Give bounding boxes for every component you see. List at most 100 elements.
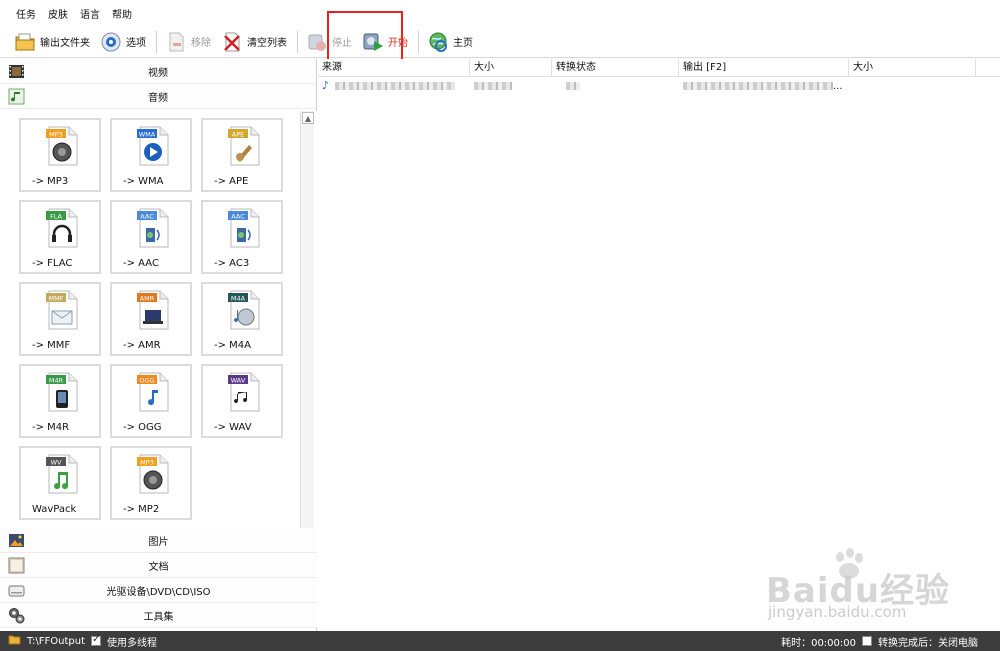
blurred-size	[474, 82, 512, 90]
menu-help[interactable]: 帮助	[112, 9, 132, 21]
music-disc-icon: M4A	[227, 290, 261, 330]
green-note-icon: WV	[45, 454, 79, 494]
home-button[interactable]: 主页	[423, 28, 477, 56]
output-folder-icon[interactable]	[8, 634, 21, 648]
format-tile-label: -> AMR	[123, 340, 161, 351]
task-list: 来源 大小 转换状态 输出 [F2] 大小 ♪ ...	[318, 59, 1000, 631]
row-size	[470, 77, 552, 95]
clear-list-button[interactable]: 清空列表	[217, 28, 291, 56]
multithread-checkbox[interactable]	[91, 634, 101, 646]
blurred-source-name	[335, 82, 455, 90]
format-badge-text: OGG	[139, 377, 154, 385]
globe-icon	[427, 31, 449, 53]
menu-task[interactable]: 任务	[16, 9, 36, 21]
menu-bar: 任务 皮肤 语言 帮助	[0, 0, 1000, 26]
format-tile[interactable]: AAC-> AAC	[110, 200, 192, 274]
blurred-status	[566, 82, 580, 90]
format-badge-text: AAC	[140, 213, 154, 221]
elapsed-time: 耗时：00:00:00	[781, 637, 856, 649]
format-tile[interactable]: OGG -> OGG	[110, 364, 192, 438]
format-tile[interactable]: M4A -> M4A	[201, 282, 283, 356]
format-tile[interactable]: M4R -> M4R	[19, 364, 101, 438]
format-tile-label: -> M4R	[32, 422, 70, 433]
status-bar: T:\FFOutput 使用多线程 耗时：00:00:00 转换完成后：关闭电脑	[0, 631, 1000, 651]
format-tile-label: -> M4A	[214, 340, 251, 351]
column-status[interactable]: 转换状态	[552, 59, 679, 76]
category-audio[interactable]: 音频	[0, 84, 316, 109]
after-done-checkbox[interactable]	[862, 636, 872, 646]
start-button[interactable]: 开始	[358, 28, 412, 56]
column-size[interactable]: 大小	[470, 59, 552, 76]
format-tile-label: -> OGG	[123, 422, 162, 433]
home-label: 主页	[453, 38, 473, 49]
format-tile[interactable]: APE-> APE	[201, 118, 283, 192]
menu-language[interactable]: 语言	[80, 9, 100, 21]
toolbar-separator	[156, 30, 157, 53]
folder-icon	[14, 31, 36, 53]
format-tile[interactable]: AAC -> AC3	[201, 200, 283, 274]
stop-button[interactable]: 停止	[302, 28, 356, 56]
speaker-3d-icon: AAC	[136, 208, 170, 248]
phone-icon: M4R	[45, 372, 79, 412]
headphones-icon: FLA	[45, 208, 79, 248]
format-tile[interactable]: FLA-> FLAC	[19, 200, 101, 274]
options-label: 选项	[126, 38, 146, 49]
speaker-icon: MP3	[45, 126, 79, 166]
format-tile[interactable]: MP3-> MP2	[110, 446, 192, 520]
picture-icon	[8, 532, 25, 549]
category-video[interactable]: 视频	[0, 59, 316, 84]
category-tools-label: 工具集	[143, 611, 174, 623]
format-tile[interactable]: WMA-> WMA	[110, 118, 192, 192]
output-ellipsis: ...	[833, 80, 843, 92]
column-output[interactable]: 输出 [F2]	[679, 59, 849, 76]
note-icon: OGG	[136, 372, 170, 412]
format-tile[interactable]: WAV-> WAV	[201, 364, 283, 438]
start-label: 开始	[388, 38, 408, 49]
format-badge-text: M4A	[231, 295, 246, 303]
output-folder-button[interactable]: 输出文件夹	[10, 28, 94, 56]
format-tile-label: WavPack	[32, 504, 77, 515]
category-picture[interactable]: 图片	[0, 528, 317, 553]
toolbar-separator	[297, 30, 298, 53]
table-row[interactable]: ♪ ...	[318, 77, 1000, 95]
format-grid-scrollbar[interactable]: ▲ ▼	[300, 111, 314, 586]
toolbar-separator	[418, 30, 419, 53]
format-tile-label: -> WMA	[123, 176, 164, 187]
category-tools[interactable]: 工具集	[0, 603, 317, 628]
document-icon	[8, 557, 25, 574]
remove-button[interactable]: 移除	[161, 28, 215, 56]
toolbar: 输出文件夹 选项 移除 清空列表 停止 开始 主页	[0, 26, 1000, 58]
speaker-icon: MP3	[136, 454, 170, 494]
output-folder-label: 输出文件夹	[40, 38, 90, 49]
column-source[interactable]: 来源	[318, 59, 470, 76]
stop-label: 停止	[332, 38, 352, 49]
options-button[interactable]: 选项	[96, 28, 150, 56]
format-tile-label: -> WAV	[214, 422, 252, 433]
category-disc-drive-label: 光驱设备\DVD\CD\ISO	[106, 586, 211, 598]
category-document[interactable]: 文档	[0, 553, 317, 578]
category-audio-label: 音频	[148, 92, 168, 104]
disc-drive-icon	[8, 582, 25, 599]
task-list-header: 来源 大小 转换状态 输出 [F2] 大小	[318, 59, 1000, 77]
format-tile-label: -> AC3	[214, 258, 250, 269]
format-tile[interactable]: MMF-> MMF	[19, 282, 101, 356]
tools-icon	[8, 607, 25, 624]
blurred-output-path	[683, 82, 833, 90]
format-badge-text: APE	[232, 131, 244, 139]
category-disc-drive[interactable]: 光驱设备\DVD\CD\ISO	[0, 578, 317, 603]
scroll-up-arrow-icon[interactable]: ▲	[302, 112, 314, 124]
column-output-size[interactable]: 大小	[849, 59, 976, 76]
category-document-label: 文档	[148, 561, 169, 573]
menu-skin[interactable]: 皮肤	[48, 9, 68, 21]
row-output: ...	[679, 77, 849, 95]
format-badge-text: MP3	[49, 131, 63, 139]
format-badge-text: FLA	[50, 213, 63, 221]
format-tile[interactable]: WV WavPack	[19, 446, 101, 520]
format-badge-text: AAC	[231, 213, 245, 221]
category-picture-label: 图片	[148, 536, 169, 548]
format-tile[interactable]: MP3-> MP3	[19, 118, 101, 192]
guitar-icon: APE	[227, 126, 261, 166]
format-tile[interactable]: AMR-> AMR	[110, 282, 192, 356]
